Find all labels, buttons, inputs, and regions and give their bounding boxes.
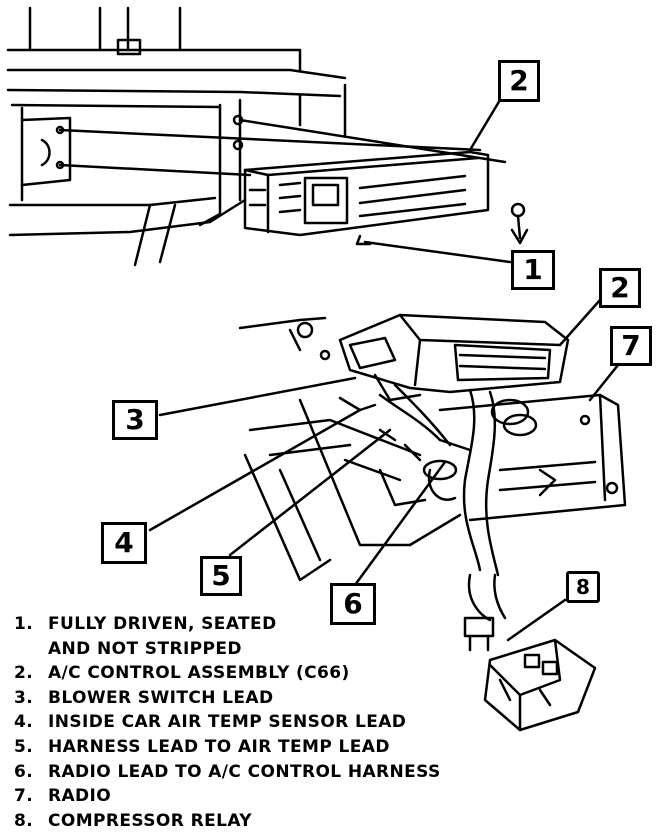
legend-text: RADIO LEAD TO A/C CONTROL HARNESS: [48, 761, 441, 782]
legend-text: BLOWER SWITCH LEAD: [48, 687, 274, 708]
legend-item-4: 4. INSIDE CAR AIR TEMP SENSOR LEAD: [14, 710, 534, 735]
radio-unit-top: [58, 118, 529, 264]
legend-text: FULLY DRIVEN, SEATED AND NOT STRIPPED: [48, 614, 277, 659]
callout-5: 5: [200, 556, 242, 596]
leader-7: [588, 358, 624, 402]
legend-number: 1.: [14, 614, 34, 634]
callout-7: 7: [610, 326, 652, 366]
legend-text: RADIO: [48, 786, 112, 807]
legend-text: COMPRESSOR RELAY: [48, 810, 252, 831]
legend-item-3: 3. BLOWER SWITCH LEAD: [14, 686, 534, 711]
legend-number: 8.: [14, 810, 34, 831]
leader-4: [148, 408, 362, 532]
dash-panel-lower: [238, 316, 462, 582]
leader-2-top: [468, 98, 502, 152]
compressor-relay: [463, 573, 597, 732]
ac-control-assembly: [338, 313, 570, 402]
radio-unit-lower: [438, 393, 627, 522]
wiring-harness: [338, 383, 538, 577]
legend-number: 3.: [14, 687, 34, 708]
callout-1: 1: [511, 250, 555, 290]
legend-item-5: 5. HARNESS LEAD TO AIR TEMP LEAD: [14, 735, 534, 760]
legend: 1. FULLY DRIVEN, SEATED AND NOT STRIPPED…: [14, 612, 534, 833]
dashboard-frame: [6, 6, 347, 267]
callout-2-top: 2: [498, 60, 540, 102]
legend-number: 6.: [14, 761, 34, 782]
legend-number: 2.: [14, 663, 34, 684]
legend-number: 5.: [14, 736, 34, 757]
callout-2-mid: 2: [599, 268, 641, 308]
callout-6: 6: [330, 583, 376, 625]
legend-item-6: 6. RADIO LEAD TO A/C CONTROL HARNESS: [14, 760, 534, 785]
legend-text: INSIDE CAR AIR TEMP SENSOR LEAD: [48, 712, 407, 733]
legend-item-8: 8. COMPRESSOR RELAY: [14, 809, 534, 834]
legend-text: HARNESS LEAD TO AIR TEMP LEAD: [48, 736, 390, 757]
legend-item-1: 1. FULLY DRIVEN, SEATED AND NOT STRIPPED: [14, 612, 534, 661]
legend-text: A/C CONTROL ASSEMBLY (C66): [48, 663, 350, 684]
callout-8: 8: [566, 571, 600, 603]
leader-8: [506, 598, 567, 642]
leader-3: [158, 376, 357, 417]
legend-number: 7.: [14, 786, 34, 807]
legend-item-7: 7. RADIO: [14, 784, 534, 809]
leader-2-mid: [558, 298, 602, 347]
callout-3: 3: [112, 400, 158, 440]
leader-6: [353, 460, 447, 587]
legend-item-2: 2. A/C CONTROL ASSEMBLY (C66): [14, 661, 534, 686]
leader-5: [228, 428, 392, 557]
legend-number: 4.: [14, 712, 34, 733]
callout-4: 4: [101, 522, 147, 564]
